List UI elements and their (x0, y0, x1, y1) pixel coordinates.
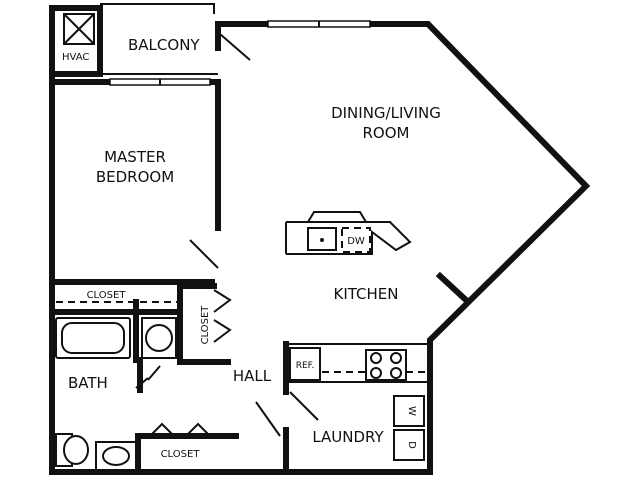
bath-fixtures (55, 317, 177, 471)
balcony-outline (100, 3, 218, 75)
label-dishwasher: DW (347, 236, 365, 247)
label-bath: BATH (68, 374, 108, 392)
label-hvac: HVAC (62, 52, 89, 63)
kitchen-counter-upper (285, 211, 412, 255)
label-dining-living-2: ROOM (363, 124, 410, 142)
laundry-appliances (393, 395, 425, 461)
label-hall: HALL (233, 367, 272, 385)
label-washer: W (406, 406, 417, 416)
walls (49, 5, 591, 475)
label-closet-bath: CLOSET (161, 449, 201, 460)
label-master-1: MASTER (104, 148, 166, 166)
doors (135, 33, 319, 437)
label-refrigerator: REF. (296, 361, 315, 371)
windows (109, 20, 371, 86)
hvac-unit (63, 13, 95, 45)
labels: HVAC BALCONY DINING/LIVING ROOM MASTER B… (62, 36, 441, 460)
label-dining-living-1: DINING/LIVING (331, 104, 441, 122)
label-laundry: LAUNDRY (312, 428, 384, 446)
label-closet-bedroom: CLOSET (87, 290, 127, 301)
label-closet-hall: CLOSET (200, 305, 211, 345)
label-balcony: BALCONY (128, 36, 200, 54)
label-kitchen: KITCHEN (334, 285, 399, 303)
kitchen-counter-lower (286, 343, 428, 383)
label-master-2: BEDROOM (96, 168, 174, 186)
label-dryer: D (406, 441, 417, 449)
